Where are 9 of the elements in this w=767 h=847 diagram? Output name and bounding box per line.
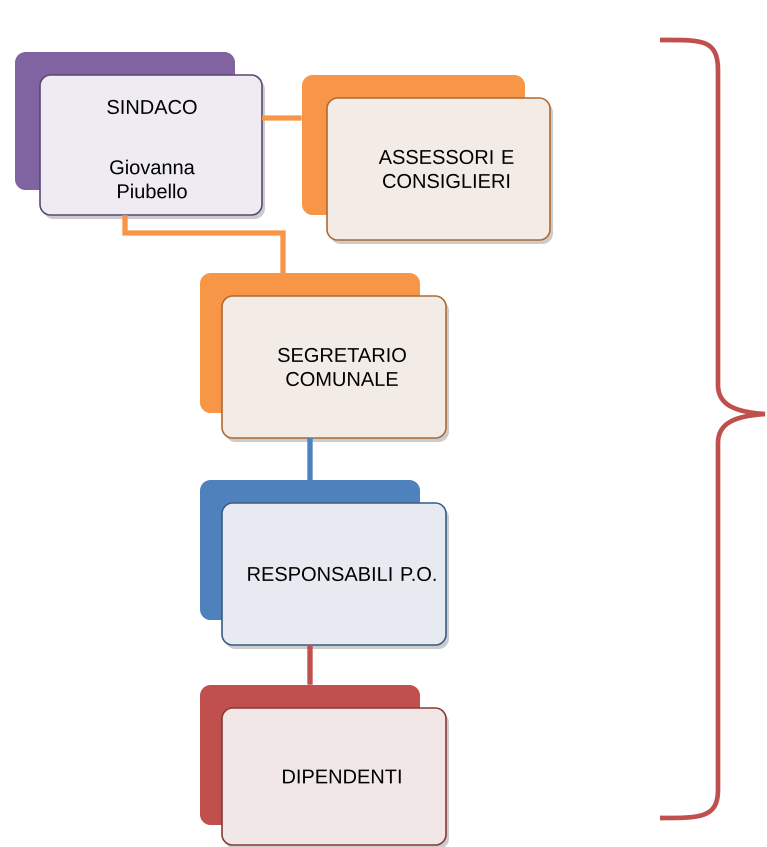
card-box: SEGRETARIO COMUNALE bbox=[200, 273, 449, 442]
connector-line bbox=[262, 115, 302, 121]
card-box: RESPONSABILI P.O. bbox=[200, 480, 449, 649]
card-box: SINDACO Giovanna Piubello bbox=[15, 52, 265, 219]
connector-line bbox=[307, 438, 313, 480]
connector-line bbox=[307, 644, 313, 685]
connector-line bbox=[122, 215, 286, 274]
card-box: DIPENDENTI bbox=[200, 685, 449, 847]
card-box: ASSESSORI E CONSIGLIERI bbox=[302, 75, 553, 244]
